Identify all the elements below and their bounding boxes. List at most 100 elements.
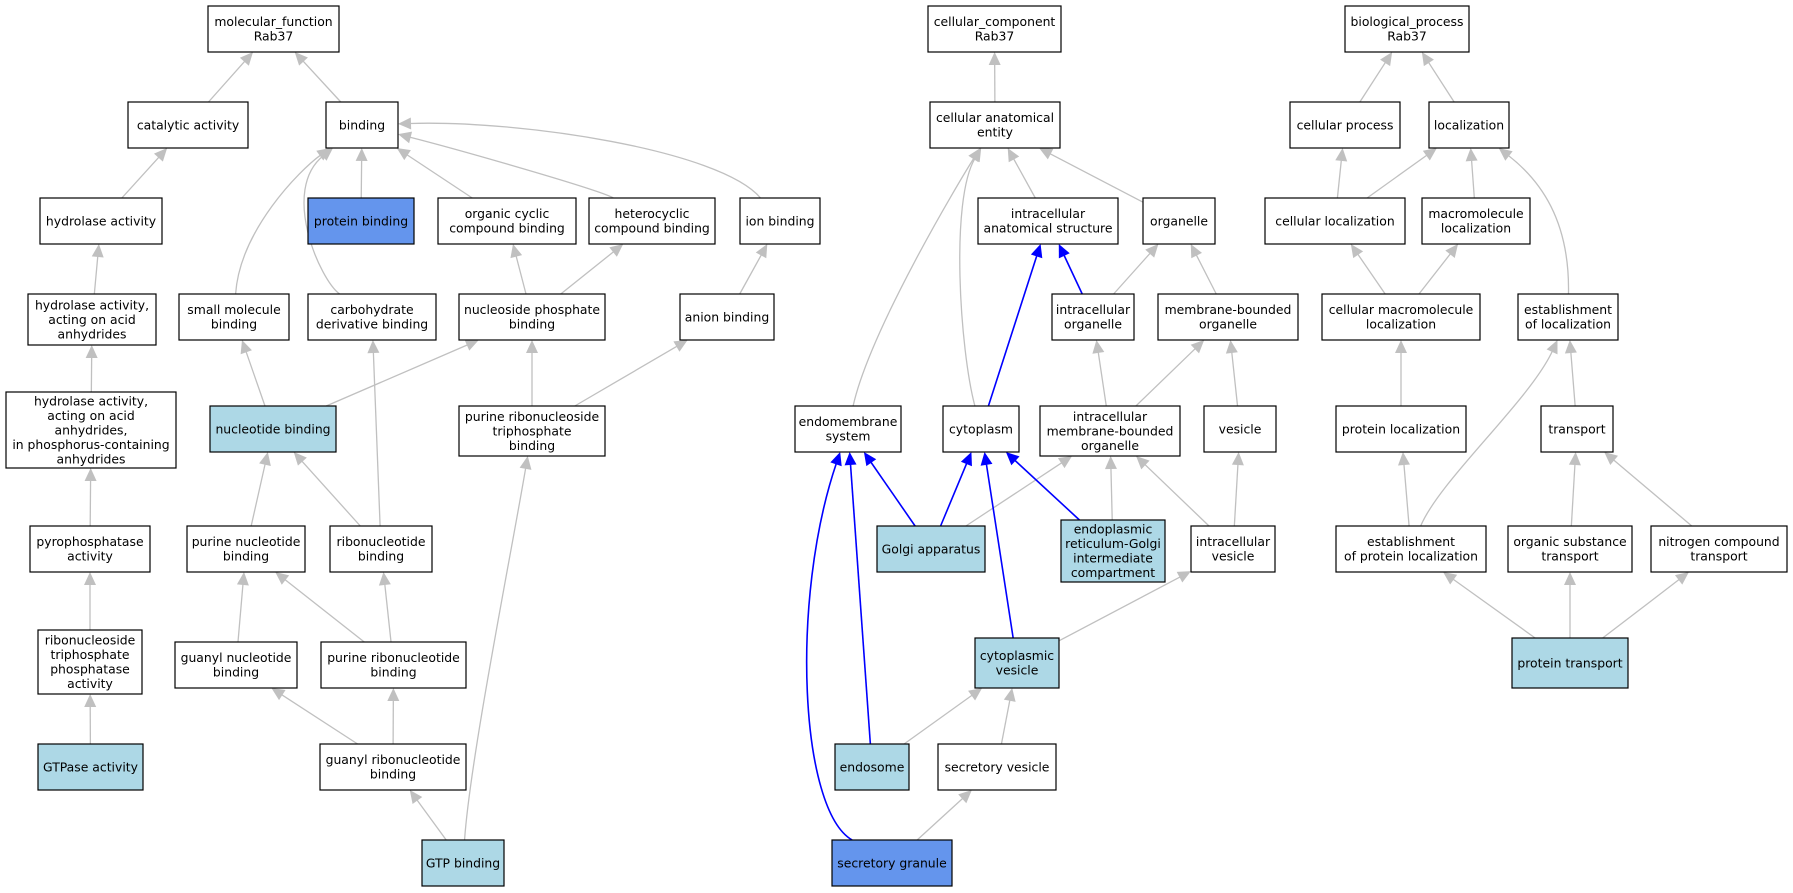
node-label: endosome [840, 759, 905, 774]
arrowhead-purine-ribonucleoside-tri-to-anion-binding [673, 340, 688, 352]
node-box [1335, 405, 1467, 453]
node-catalytic: catalytic activity [127, 101, 249, 149]
arrowhead-organic-cyclic-to-binding [396, 148, 411, 161]
node-nucleotide-binding: nucleotide binding [209, 405, 337, 453]
arrowhead-imbo-to-mb-organelle [1190, 340, 1205, 354]
node-label: cellular anatomical [936, 110, 1054, 125]
arrowhead-nucleotide-binding-to-small-molecule [240, 340, 252, 355]
node-binding: binding [325, 101, 399, 149]
arrowhead-intra-organelle-to-organelle [1145, 244, 1159, 258]
edge-protein-transport-to-nitrogen-transport [1602, 578, 1680, 639]
node-protein-loc: protein localization [1335, 405, 1467, 453]
arrowhead-cyto-vesicle-to-intra-vesicle [1176, 571, 1191, 583]
node-label: acting on acid [48, 312, 135, 327]
arrowhead-organelle-to-cae [1039, 148, 1054, 160]
edge-endomembrane-to-cae [852, 157, 975, 407]
node-box [588, 197, 716, 245]
node-label: small molecule [187, 302, 280, 317]
edge-organic-transport-to-transport [1570, 463, 1576, 527]
node-box [1511, 637, 1629, 689]
arrowhead-est-protein-loc-to-establishment-loc [1546, 340, 1558, 355]
arrowhead-golgi-to-cytoplasm [960, 452, 972, 467]
edge-cytoplasm-to-ias [987, 255, 1038, 407]
node-label: triphosphate [493, 423, 572, 438]
edge-protein-transport-to-est-protein-loc [1452, 578, 1536, 639]
node-label: binding [370, 767, 416, 782]
node-label: protein localization [1342, 421, 1460, 436]
node-box [127, 101, 249, 149]
node-box [307, 197, 415, 245]
edge-nucleotide-binding-to-nucleoside-phos [325, 344, 469, 407]
edge-anion-binding-to-ion-binding [739, 254, 763, 295]
edge-endosome-to-cyto-vesicle [903, 694, 973, 745]
arrowhead-establishment-loc-to-localization [1498, 148, 1513, 161]
node-label: catalytic activity [137, 117, 239, 132]
arrowhead-purine-ribonucleotide-to-purine-nucleotide [275, 572, 290, 585]
node-box [1051, 293, 1135, 341]
edge-intra-organelle-to-organelle [1113, 252, 1151, 295]
node-box [1321, 293, 1481, 341]
node-label: triphosphate [51, 647, 130, 662]
edge-secretory-vesicle-to-cyto-vesicle [1000, 699, 1011, 745]
node-label: molecular_function [214, 14, 332, 29]
arrowhead-est-protein-loc-to-protein-loc [1398, 452, 1410, 466]
edge-macromolecule-loc-to-localization [1470, 159, 1475, 199]
node-box [329, 525, 433, 573]
node-label: compound binding [449, 221, 565, 236]
edge-vesicle-to-mb-organelle [1231, 351, 1239, 407]
arrowhead-guanyl-ribonucleotide-to-purine-ribonucleotide [387, 688, 400, 702]
node-label: localization [1366, 317, 1436, 332]
node-box [1157, 293, 1299, 341]
edge-cellular-localization-to-cellular-process [1336, 159, 1343, 199]
node-label: binding [509, 438, 555, 453]
arrowhead-cellular-process-to-bp-root [1380, 52, 1393, 67]
node-box [937, 743, 1057, 791]
arrowhead-organic-transport-to-transport [1568, 452, 1581, 466]
node-secretory-granule: secretory granule [831, 839, 953, 887]
node-label: transport [1690, 549, 1747, 564]
arrowhead-gtp-binding-to-guanyl-ribonucleotide [409, 790, 423, 805]
node-box [319, 743, 467, 791]
node-label: protein transport [1517, 655, 1622, 670]
node-label: heterocyclic [614, 206, 689, 221]
node-label: organelle [1064, 317, 1122, 332]
node-label: intracellular [1056, 302, 1131, 317]
node-label: Golgi apparatus [882, 541, 981, 556]
node-label: cellular macromolecule [1329, 302, 1474, 317]
node-label: vesicle [996, 663, 1039, 678]
node-label: organelle [1150, 213, 1208, 228]
arrowhead-pyrophosphatase-to-hydrolase-phos [84, 468, 97, 482]
node-box [27, 293, 157, 346]
node-box [1335, 525, 1487, 573]
arrowhead-golgi-to-imbo [1057, 456, 1073, 469]
edge-catalytic-to-mf-root [207, 60, 246, 103]
arrowhead-ribonucleoside-tri-to-pyrophosphatase [84, 572, 96, 585]
edge-intra-vesicle-to-vesicle [1233, 463, 1239, 527]
arrowhead-cml-to-cellular-localization [1350, 244, 1364, 259]
arrowhead-secretory-vesicle-to-cyto-vesicle [1003, 688, 1016, 702]
arrowhead-golgi-to-endomembrane [863, 452, 877, 467]
edge-nucleoside-phos-to-organic-cyclic [515, 255, 527, 295]
arrowhead-nucleoside-phos-to-heterocyclic [609, 244, 624, 257]
node-label: binding [339, 117, 385, 132]
node-label: establishment [1367, 534, 1455, 549]
node-box [1540, 405, 1614, 453]
arrowhead-heterocyclic-to-binding [398, 131, 413, 144]
node-ergic: endoplasmicreticulum-Golgiintermediateco… [1060, 519, 1166, 583]
edge-ion-binding-to-binding [409, 122, 762, 199]
arrowhead-intra-vesicle-to-vesicle [1231, 452, 1244, 466]
node-box [458, 405, 606, 457]
